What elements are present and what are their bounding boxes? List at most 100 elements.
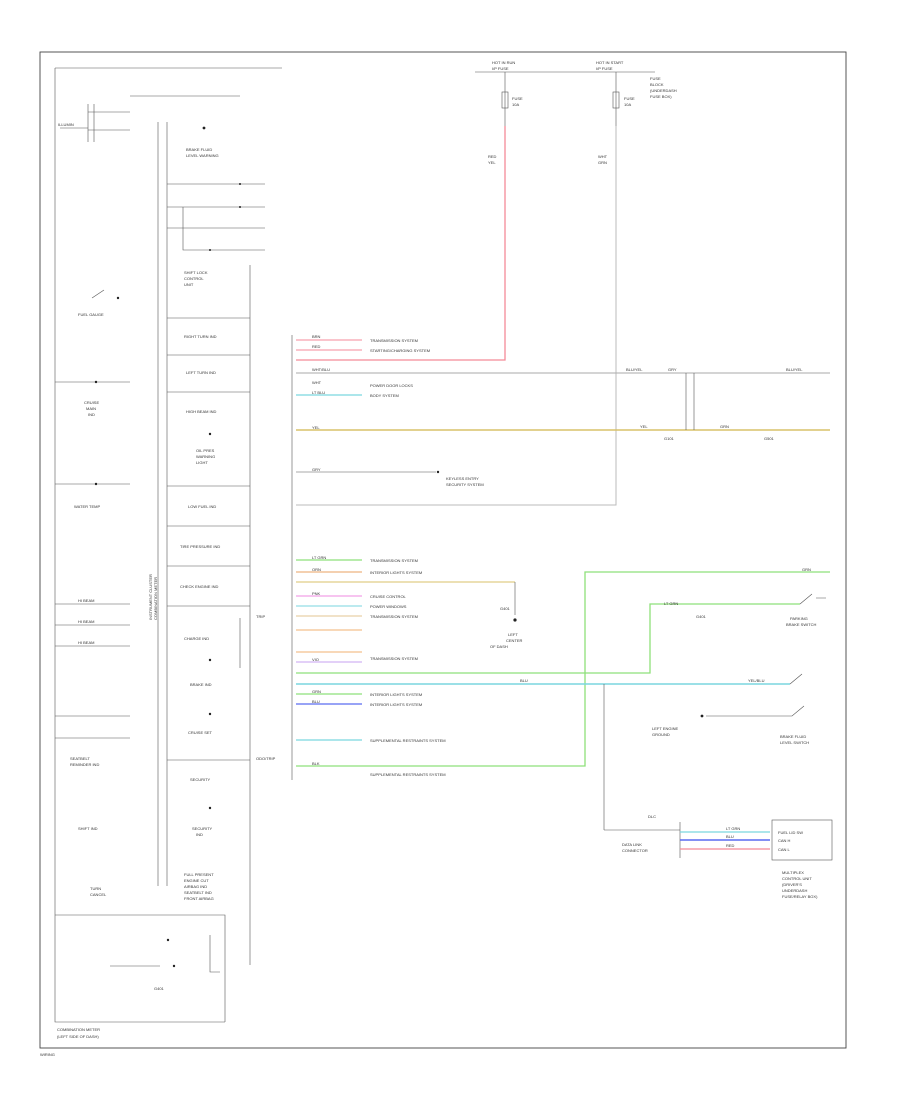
wire-tag-3: RED bbox=[726, 843, 735, 848]
hot-run-sub: I/P FUSE bbox=[492, 66, 509, 71]
tag-rt7: BLU bbox=[520, 678, 528, 683]
trip-label: TRIP bbox=[256, 614, 265, 619]
tag-w8: BLU bbox=[312, 699, 320, 704]
fuse-note-4: FUSE BOX) bbox=[650, 94, 672, 99]
fuse-note-3: (UNDERDASH bbox=[650, 88, 677, 93]
tag-w15: BLK bbox=[312, 761, 320, 766]
fuse-feeds: HOT IN RUN I/P FUSE HOT IN START I/P FUS… bbox=[475, 60, 677, 165]
system-labels: TRANSMISSION SYSTEM STARTING/CHARGING SY… bbox=[296, 338, 523, 777]
low-fuel-label: LOW FUEL IND bbox=[188, 504, 216, 509]
fuse2-a: FUSE bbox=[624, 96, 635, 101]
parking-label-2: BRAKE SWITCH bbox=[786, 622, 817, 627]
brake-fluid-label-2: LEVEL SWITCH bbox=[780, 740, 809, 745]
hot-start-sub: I/P FUSE bbox=[596, 66, 613, 71]
tag-g3: G501 bbox=[764, 436, 775, 441]
brake-label-2: LEVEL WARNING bbox=[186, 153, 219, 158]
water-temp-label: WATER TEMP bbox=[74, 504, 100, 509]
airbag-label-2: ENGINE CUT bbox=[184, 878, 209, 883]
splice-vertical bbox=[685, 373, 695, 430]
conn-label-2: CONNECTOR bbox=[622, 848, 648, 853]
diagram-frame bbox=[39, 51, 847, 1049]
cluster-ground-label: G401 bbox=[154, 986, 165, 991]
tag-rt5: YEL bbox=[640, 424, 648, 429]
cluster-caption-1: INSTRUMENT CLUSTER bbox=[148, 574, 153, 620]
brake-fluid-label-1: BRAKE FLUID bbox=[780, 734, 806, 739]
meter-caption-1: COMBINATION METER bbox=[57, 1027, 100, 1032]
tag-rt3: BLU/YEL bbox=[786, 367, 803, 372]
pin-1-label: FUEL LID SW bbox=[778, 830, 803, 835]
sys-trans-4: TRANSMISSION SYSTEM bbox=[370, 656, 418, 661]
ctrl-label-2: CONTROL bbox=[184, 276, 204, 281]
wire-red-label: RED bbox=[488, 154, 497, 159]
conn-label-1: DATA LINK bbox=[622, 842, 642, 847]
tag-w2: RED bbox=[312, 344, 321, 349]
wire-red-2-label: YEL bbox=[488, 160, 496, 165]
tag-g2: G401 bbox=[696, 614, 707, 619]
tag-w10: PNK bbox=[312, 591, 321, 596]
left-engine-label-2: GROUND bbox=[652, 732, 670, 737]
left-engine-label-1: LEFT ENGINE bbox=[652, 726, 678, 731]
left-center-2: CENTER bbox=[506, 638, 523, 643]
footer-label: WIRING bbox=[40, 1052, 55, 1057]
sys-trans-3: TRANSMISSION SYSTEM bbox=[370, 614, 418, 619]
sys-cruise: CRUISE CONTROL bbox=[370, 594, 407, 599]
hi-beam-label-3: HI BEAM bbox=[78, 640, 94, 645]
tag-w9: GRY bbox=[312, 467, 321, 472]
oil-label-3: LIGHT bbox=[196, 460, 208, 465]
tag-w12: GRN bbox=[312, 689, 321, 694]
sec-label-1: SECURITY bbox=[192, 826, 213, 831]
wire-green-loop bbox=[296, 603, 800, 674]
tag-w11: LT GRN bbox=[312, 555, 326, 560]
sys-power-windows: POWER WINDOWS bbox=[370, 604, 407, 609]
fuse-note-2: BLOCK bbox=[650, 82, 664, 87]
high-beam-label: HIGH BEAM IND bbox=[186, 409, 217, 414]
airbag-label-3: AIRBAG IND bbox=[184, 884, 207, 889]
tag-rt4: LT GRN bbox=[664, 601, 678, 606]
multi-label-2: CONTROL UNIT bbox=[782, 876, 812, 881]
wire-wht-2-label: GRN bbox=[598, 160, 607, 165]
sys-interior-3: INTERIOR LIGHTS SYSTEM bbox=[370, 702, 422, 707]
tire-press-label: TIRE PRESSURE IND bbox=[180, 544, 220, 549]
wire-color-tags: BRN RED WHT/BLU WHT LT BLU YEL GRY LT GR… bbox=[312, 334, 811, 766]
tag-rt9: YEL/BLU bbox=[748, 678, 765, 683]
tag-w13: ORN bbox=[312, 567, 321, 572]
cruise-main-1: CRUISE bbox=[84, 400, 99, 405]
hot-run-label: HOT IN RUN bbox=[492, 60, 515, 65]
tag-rt2: GRY bbox=[668, 367, 677, 372]
ground-note-1: G401 bbox=[500, 606, 511, 611]
meter-outline bbox=[54, 67, 282, 1023]
sys-trans-2: TRANSMISSION SYSTEM bbox=[370, 558, 418, 563]
tag-rt1: BLU/YEL bbox=[626, 367, 643, 372]
multi-label-1: MULTIPLEX bbox=[782, 870, 804, 875]
left-center-3: OF DASH bbox=[490, 644, 508, 649]
tag-w3: WHT/BLU bbox=[312, 367, 330, 372]
tag-w5: LT BLU bbox=[312, 390, 325, 395]
tag-g1: G101 bbox=[664, 436, 675, 441]
left-ground-label: ILLUMIN bbox=[58, 122, 74, 127]
ctrl-label-3: UNIT bbox=[184, 282, 194, 287]
multi-label-5: FUSE/RELAY BOX) bbox=[782, 894, 818, 899]
wire-green-long bbox=[296, 571, 830, 767]
meter-caption-2: (LEFT SIDE OF DASH) bbox=[57, 1034, 99, 1039]
tag-w1: BRN bbox=[312, 334, 321, 339]
right-components: PARKING BRAKE SWITCH BRAKE FLUID LEVEL S… bbox=[603, 593, 833, 899]
sys-keyless-2: SECURITY SYSTEM bbox=[446, 482, 484, 487]
brake-label-1: BRAKE FLUID bbox=[186, 147, 212, 152]
multi-label-3: (DRIVER'S bbox=[782, 882, 802, 887]
wire-red-feed bbox=[296, 126, 506, 361]
seatbelt-label-2: REMINDER IND bbox=[70, 762, 99, 767]
ctrl-label-1: SHIFT LOCK bbox=[184, 270, 208, 275]
sec-label-2: IND bbox=[196, 832, 203, 837]
fuse-note-1: FUSE bbox=[650, 76, 661, 81]
fuse1-b: 10A bbox=[512, 102, 519, 107]
left-center-1: LEFT bbox=[508, 632, 518, 637]
center-component-labels: BRAKE FLUID LEVEL WARNING SHIFT LOCK CON… bbox=[110, 126, 276, 991]
sys-power-door: POWER DOOR LOCKS bbox=[370, 383, 413, 388]
hi-beam-label-2: HI BEAM bbox=[78, 619, 94, 624]
illumination-connector bbox=[60, 104, 130, 142]
tag-rt6: GRN bbox=[720, 424, 729, 429]
tag-w6: YEL bbox=[312, 425, 320, 430]
left-turn-label: LEFT TURN IND bbox=[186, 370, 216, 375]
brake-ind-label: BRAKE IND bbox=[190, 682, 212, 687]
